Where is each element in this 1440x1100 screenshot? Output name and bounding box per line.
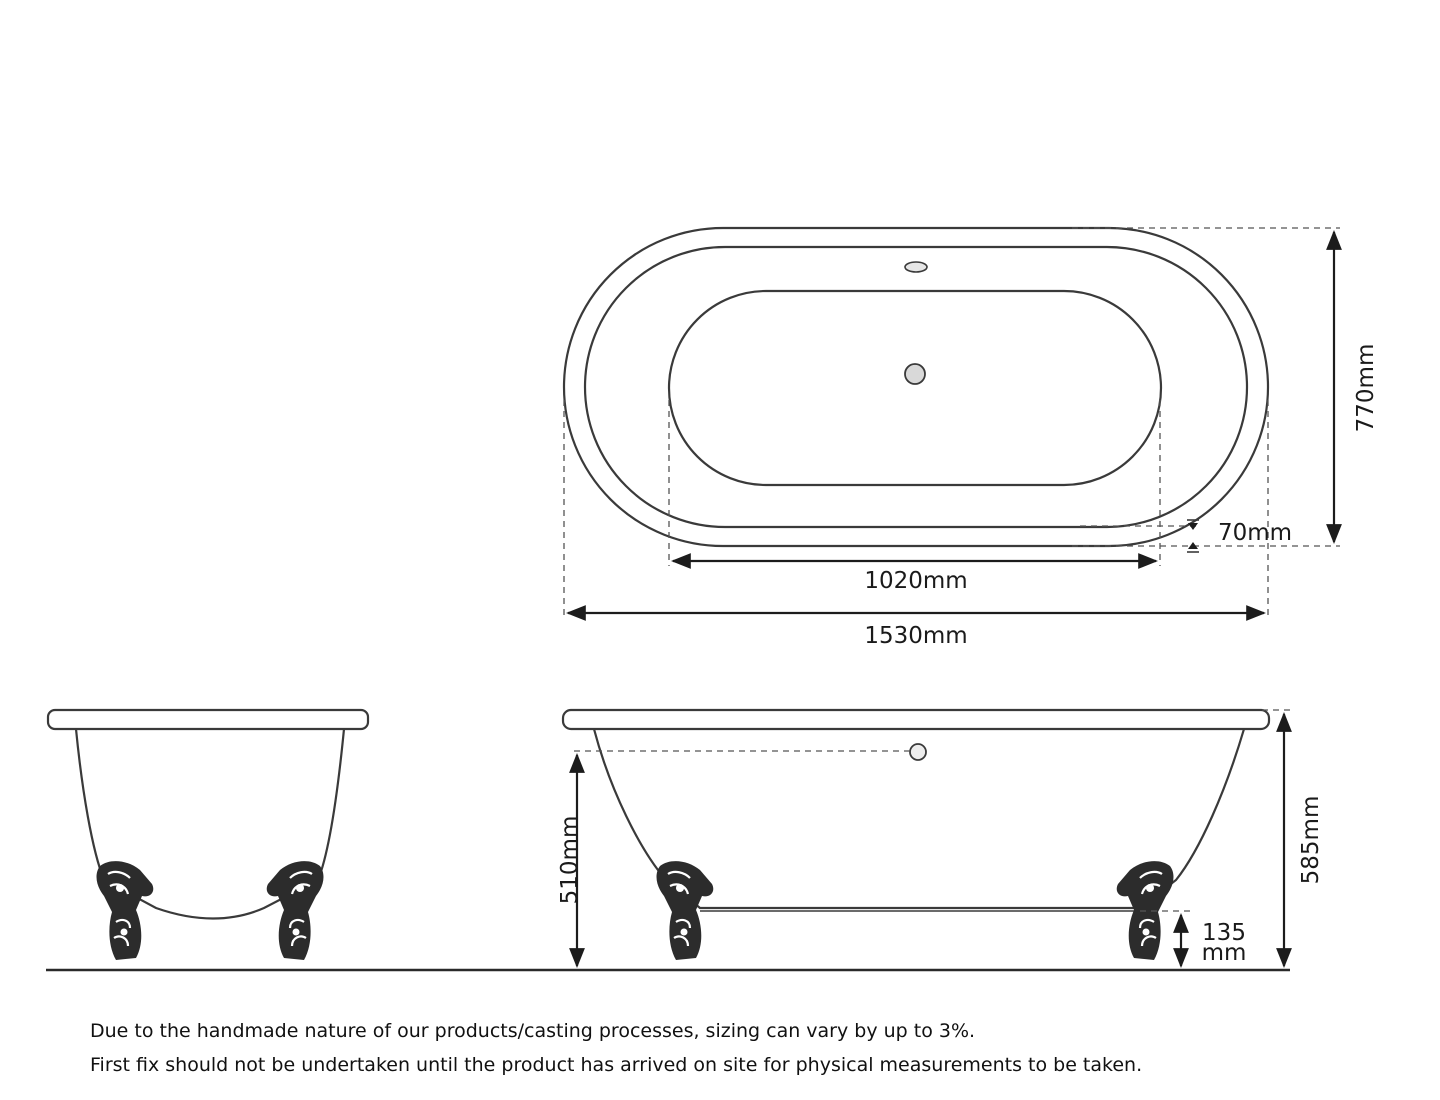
overflow-icon bbox=[904, 261, 928, 273]
dim-label-70: 70mm bbox=[1218, 520, 1292, 546]
end-view-rim bbox=[46, 708, 370, 731]
dim-label-585: 585mm bbox=[1298, 796, 1324, 885]
bath-inner-rim bbox=[583, 245, 1249, 529]
plan-view: 770mm 70mm 1020mm 1530mm bbox=[562, 226, 1379, 649]
dim-label-770: 770mm bbox=[1353, 344, 1379, 433]
side-view-body bbox=[592, 728, 1246, 910]
end-view bbox=[46, 708, 370, 962]
end-view-foot-right-icon bbox=[265, 859, 325, 962]
dim-label-1530: 1530mm bbox=[864, 623, 967, 649]
side-view: 510mm 585mm 135 mm bbox=[557, 708, 1324, 968]
end-view-body bbox=[74, 728, 346, 920]
bath-basin bbox=[667, 289, 1163, 487]
note-line-1: Due to the handmade nature of our produc… bbox=[90, 1020, 976, 1042]
side-overflow-icon bbox=[909, 743, 927, 761]
dim-label-1020: 1020mm bbox=[864, 568, 967, 594]
plug-waste-icon bbox=[904, 363, 926, 385]
note-line-2: First fix should not be undertaken until… bbox=[90, 1054, 1143, 1076]
dim-label-510: 510mm bbox=[557, 816, 583, 905]
side-view-rim bbox=[561, 708, 1271, 731]
dim-label-135-unit: mm bbox=[1202, 940, 1247, 966]
bath-outer-rim bbox=[562, 226, 1270, 548]
end-view-foot-left-icon bbox=[95, 859, 155, 962]
dim-label-135-value: 135 bbox=[1202, 920, 1246, 946]
